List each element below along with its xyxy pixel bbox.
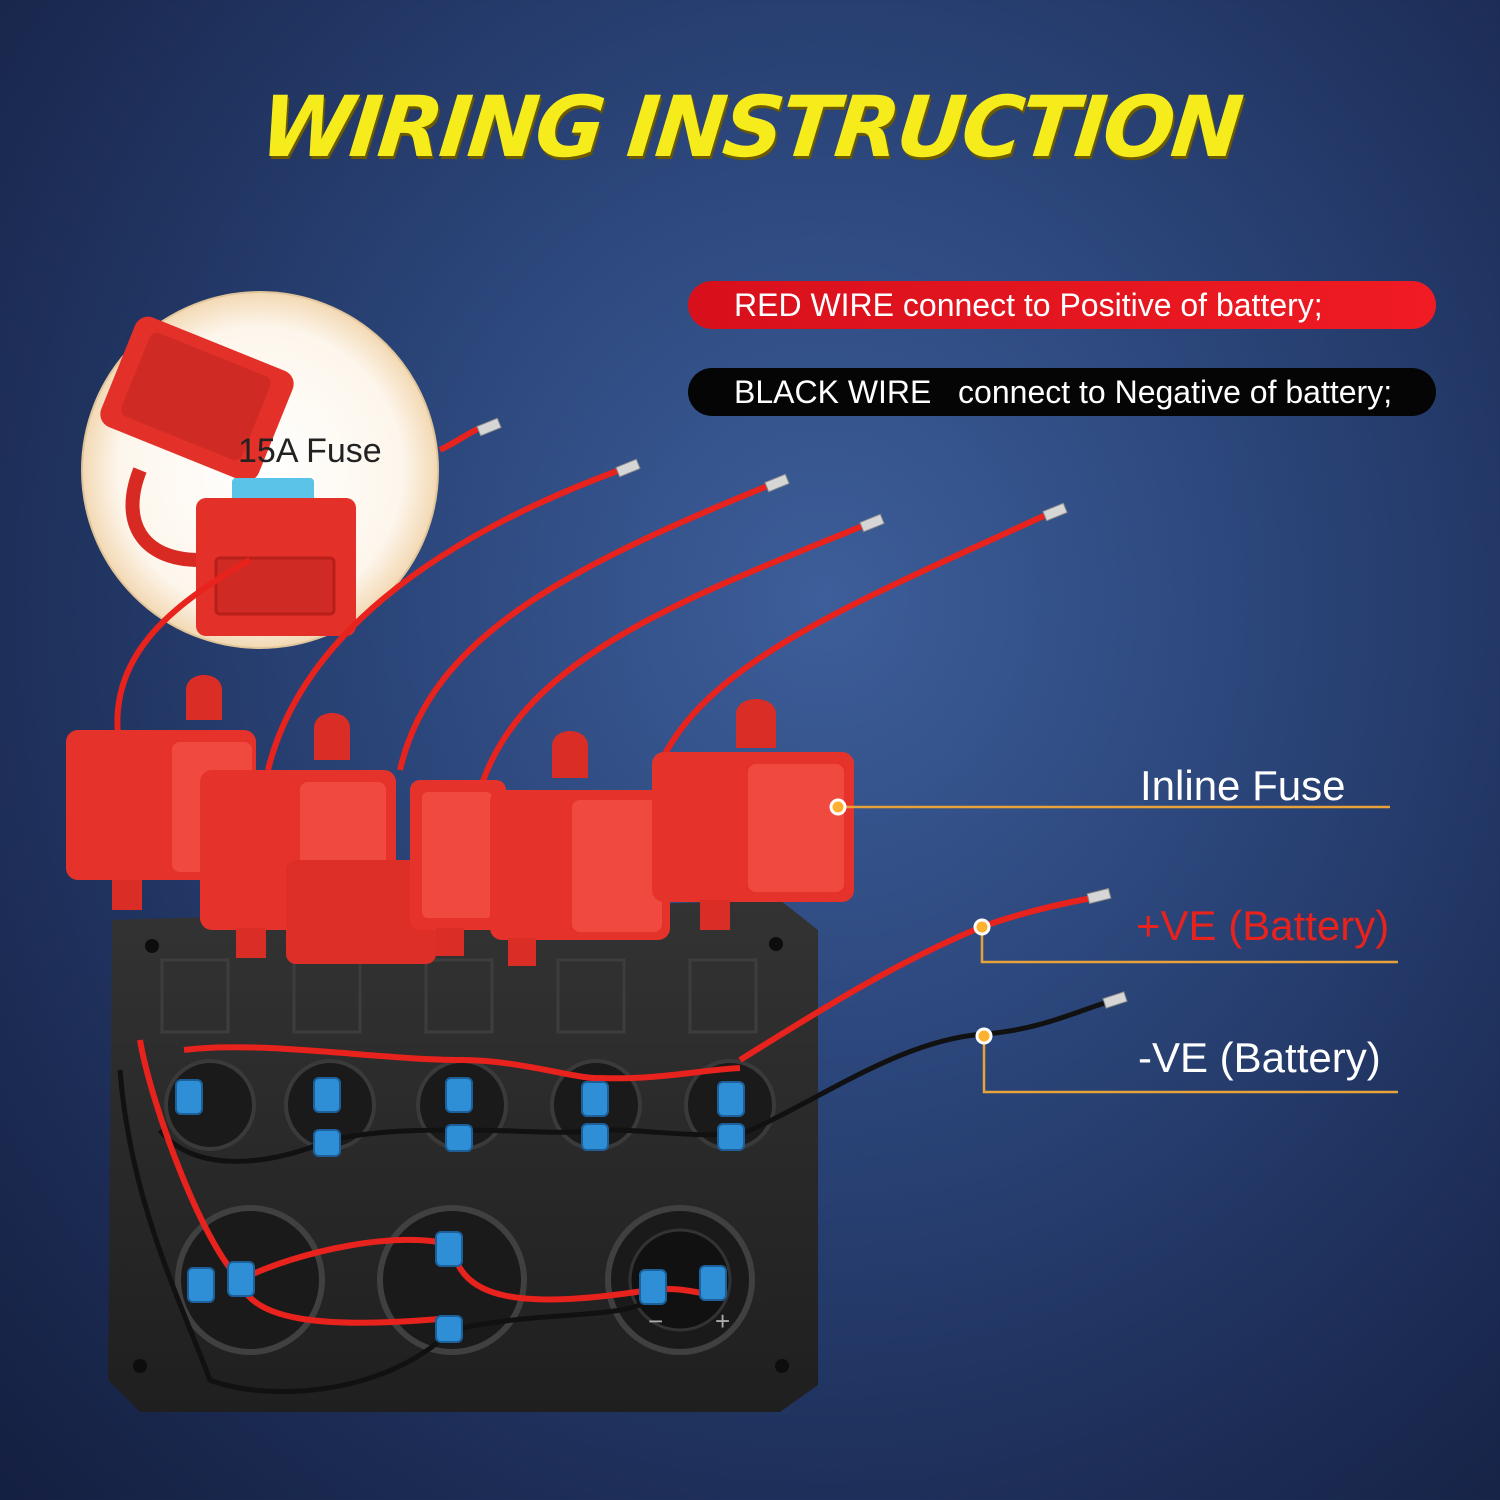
red-jumper-wires <box>137 895 1093 1326</box>
fuse-holder <box>652 699 854 930</box>
socket-back <box>377 1205 527 1355</box>
inline-fuse-label: Inline Fuse <box>1140 762 1346 809</box>
negative-callout-line <box>982 1036 1398 1094</box>
negative-marker <box>975 1027 993 1045</box>
inline-fuse-holders <box>66 675 854 966</box>
connectors <box>175 1077 745 1343</box>
positive-battery-label: +VE (Battery) <box>1136 902 1390 949</box>
red-wire-legend: RED WIRE connect to Positive of battery; <box>688 281 1436 329</box>
fuse-inset-label: 15A Fuse <box>238 432 382 470</box>
callout-lines <box>838 805 1398 1094</box>
positive-marker <box>973 918 991 936</box>
feeder-wires <box>114 425 1050 791</box>
svg-text:−: − <box>648 1306 663 1336</box>
negative-battery-label: -VE (Battery) <box>1138 1034 1381 1081</box>
page-title: WIRING INSTRUCTION <box>255 78 1245 176</box>
wire-tips <box>476 417 1128 1009</box>
black-wire-legend: BLACK WIRE connect to Negative of batter… <box>688 368 1436 416</box>
svg-text:+: + <box>715 1306 730 1336</box>
positive-callout-line <box>980 927 1398 964</box>
fuse-holder <box>490 731 670 966</box>
fuse-inset <box>81 291 439 649</box>
inline-fuse-marker <box>829 798 847 816</box>
fuse-holder <box>286 780 506 964</box>
